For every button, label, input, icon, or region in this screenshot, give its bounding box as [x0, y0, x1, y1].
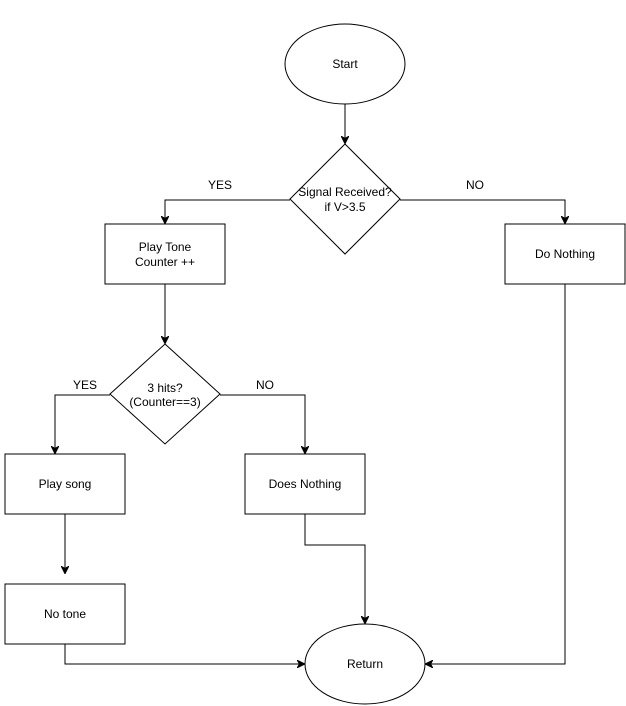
- start-node: [284, 23, 406, 105]
- edge-hits-yes: [55, 394, 110, 454]
- edge-signal-yes: [165, 199, 290, 224]
- label-signal-yes: YES: [208, 178, 232, 192]
- edge-hits-no: [220, 394, 305, 454]
- return-node: [304, 623, 426, 705]
- play-song-label: Play song: [39, 477, 92, 491]
- does-nothing-node: [244, 453, 366, 515]
- play-tone-label-line2: Counter ++: [135, 255, 195, 269]
- play-tone-node: [104, 223, 226, 285]
- return-node-label: Return: [347, 657, 383, 671]
- signal-decision-label-line1: Signal Received?: [298, 185, 392, 199]
- three-hits-decision-node: [109, 343, 221, 445]
- does-nothing-label: Does Nothing: [269, 477, 342, 491]
- edge-donothing-to-return: [425, 284, 566, 664]
- label-hits-no: NO: [256, 378, 274, 392]
- do-nothing-label: Do Nothing: [535, 247, 595, 261]
- play-tone-label-line1: Play Tone: [139, 240, 192, 254]
- edge-doesnothing-to-return: [304, 514, 365, 624]
- label-signal-no: NO: [466, 178, 484, 192]
- edge-notone-to-return: [64, 644, 305, 664]
- no-tone-node: [4, 583, 126, 645]
- signal-decision-label-line2: if V>3.5: [324, 200, 365, 214]
- start-node-label: Start: [332, 57, 358, 71]
- three-hits-label-line2: (Counter==3): [129, 395, 200, 409]
- no-tone-label: No tone: [44, 607, 86, 621]
- do-nothing-node: [504, 223, 626, 285]
- play-song-node: [4, 453, 126, 515]
- edge-signal-no: [400, 199, 565, 224]
- label-hits-yes: YES: [73, 378, 97, 392]
- signal-decision-node: [289, 143, 401, 255]
- three-hits-label-line1: 3 hits?: [147, 381, 183, 395]
